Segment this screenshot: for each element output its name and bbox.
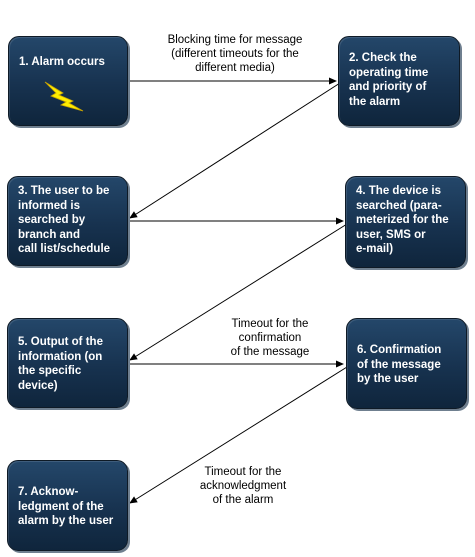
step-6-label: 6. Confirmation of the message by the us… — [357, 344, 442, 385]
arrow-step4-to-step5 — [129, 223, 348, 361]
blocking-time-annotation: Blocking time for message (different tim… — [167, 34, 303, 74]
step-6-box: 6. Confirmation of the message by the us… — [346, 318, 467, 409]
step-7-label: 7. Acknow- ledgment of the alarm by the … — [18, 486, 114, 527]
step-1-label: 1. Alarm occurs — [19, 56, 105, 68]
step-5-box: 5. Output of the information (on the spe… — [7, 318, 128, 408]
step-7-box: 7. Acknow- ledgment of the alarm by the … — [7, 460, 128, 551]
lightning-bolt-icon — [44, 81, 84, 112]
arrow-step6-to-step7 — [129, 366, 348, 504]
arrow-step2-to-step3 — [129, 82, 341, 219]
step-1-box: 1. Alarm occurs — [8, 36, 128, 126]
step-4-box: 4. The device is searched (para- meteriz… — [345, 176, 466, 268]
step-5-label: 5. Output of the information (on the spe… — [18, 336, 103, 392]
step-4-label: 4. The device is searched (para- meteriz… — [356, 185, 449, 255]
step-3-box: 3. The user to be informed is searched b… — [7, 176, 128, 266]
timeout-confirmation-annotation: Timeout for the confirmation of the mess… — [230, 318, 310, 358]
timeout-acknowledgment-annotation: Timeout for the acknowledgment of the al… — [199, 466, 287, 506]
step-2-label: 2. Check the operating time and priority… — [349, 52, 429, 108]
step-3-label: 3. The user to be informed is searched b… — [18, 185, 111, 255]
step-2-box: 2. Check the operating time and priority… — [338, 36, 460, 126]
